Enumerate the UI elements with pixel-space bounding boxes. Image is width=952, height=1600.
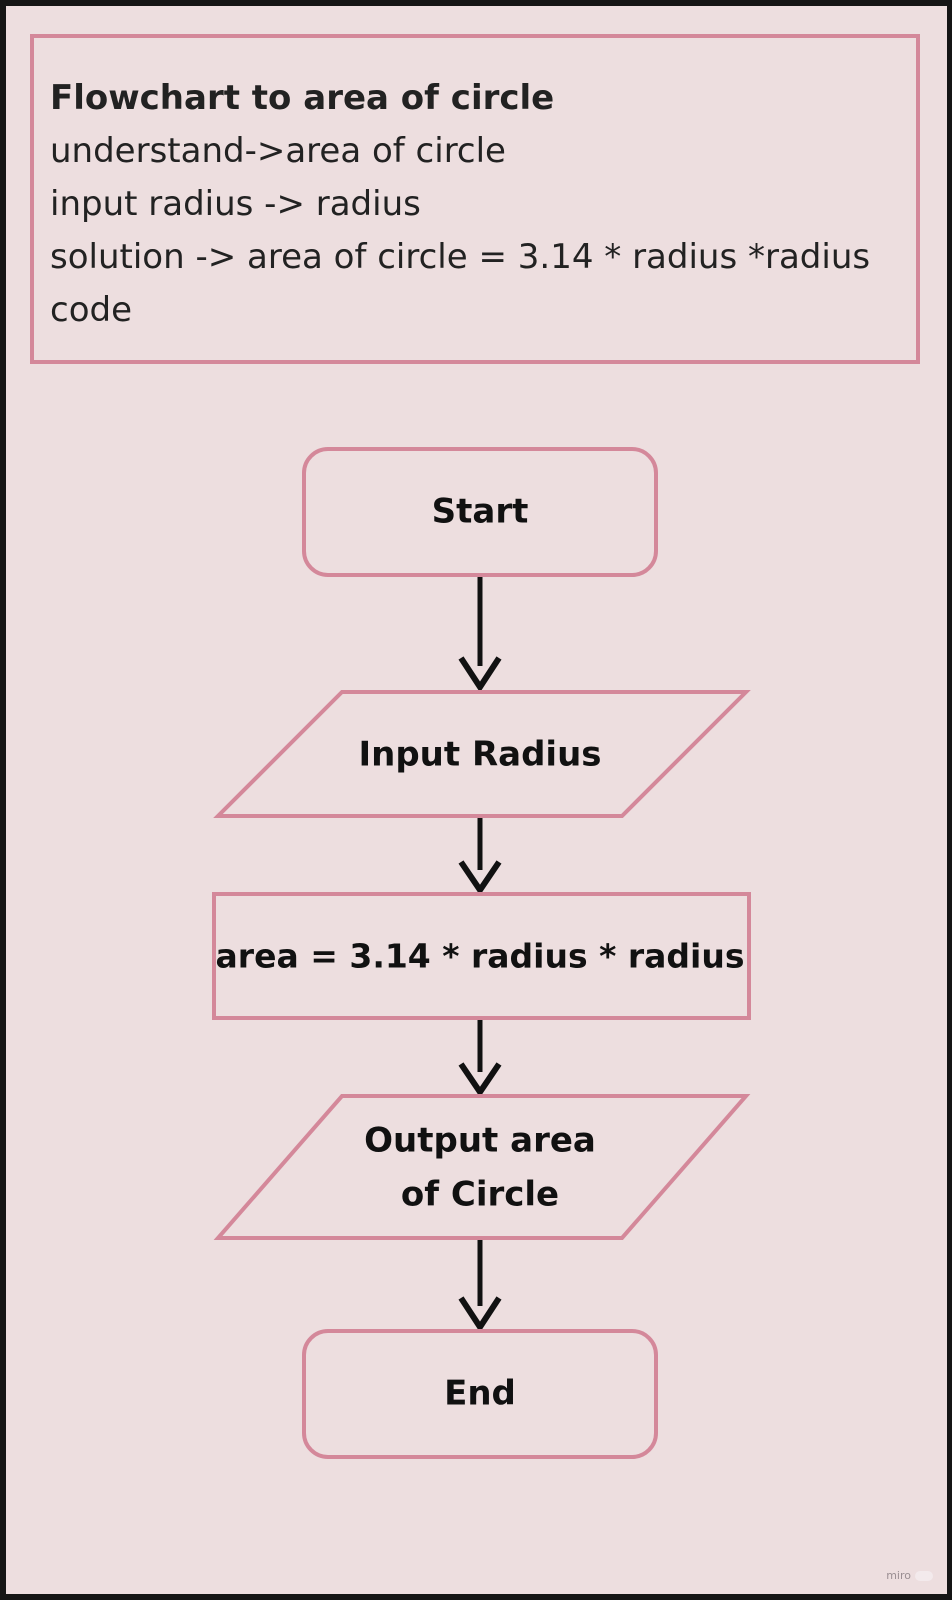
- end-label: End: [444, 1374, 516, 1414]
- input-label: Input Radius: [358, 735, 601, 775]
- start-label: Start: [432, 492, 529, 532]
- miro-badge-icon: [915, 1570, 933, 1581]
- process-box: [212, 892, 751, 1020]
- note-line-code: code: [50, 290, 132, 330]
- end-terminator: [302, 1329, 658, 1459]
- arrow-output-to-end: [458, 1240, 502, 1333]
- miro-logo-text: miro: [886, 1569, 911, 1582]
- flowchart: Start Input Radius area = 3.14 * radius …: [212, 447, 751, 1459]
- note-line-solution: solution -> area of circle = 3.14 * radi…: [50, 237, 871, 277]
- note-line-input: input radius -> radius: [50, 184, 421, 224]
- input-parallelogram: [213, 690, 751, 818]
- miro-watermark: miro: [886, 1569, 933, 1582]
- output-parallelogram: [213, 1094, 751, 1240]
- arrow-input-to-process: [458, 818, 502, 896]
- process-label: area = 3.14 * radius * radius: [216, 937, 745, 976]
- start-terminator: [302, 447, 658, 577]
- output-label-line2: of Circle: [401, 1175, 559, 1215]
- note-line-understand: understand->area of circle: [50, 131, 506, 171]
- description-note: Flowchart to area of circle understand->…: [30, 34, 920, 364]
- diagram-canvas: Flowchart to area of circle understand->…: [6, 6, 947, 1594]
- arrow-start-to-input: [458, 577, 502, 693]
- output-label-line1: Output area: [364, 1121, 596, 1161]
- note-title: Flowchart to area of circle: [50, 78, 555, 118]
- arrow-process-to-output: [458, 1020, 502, 1098]
